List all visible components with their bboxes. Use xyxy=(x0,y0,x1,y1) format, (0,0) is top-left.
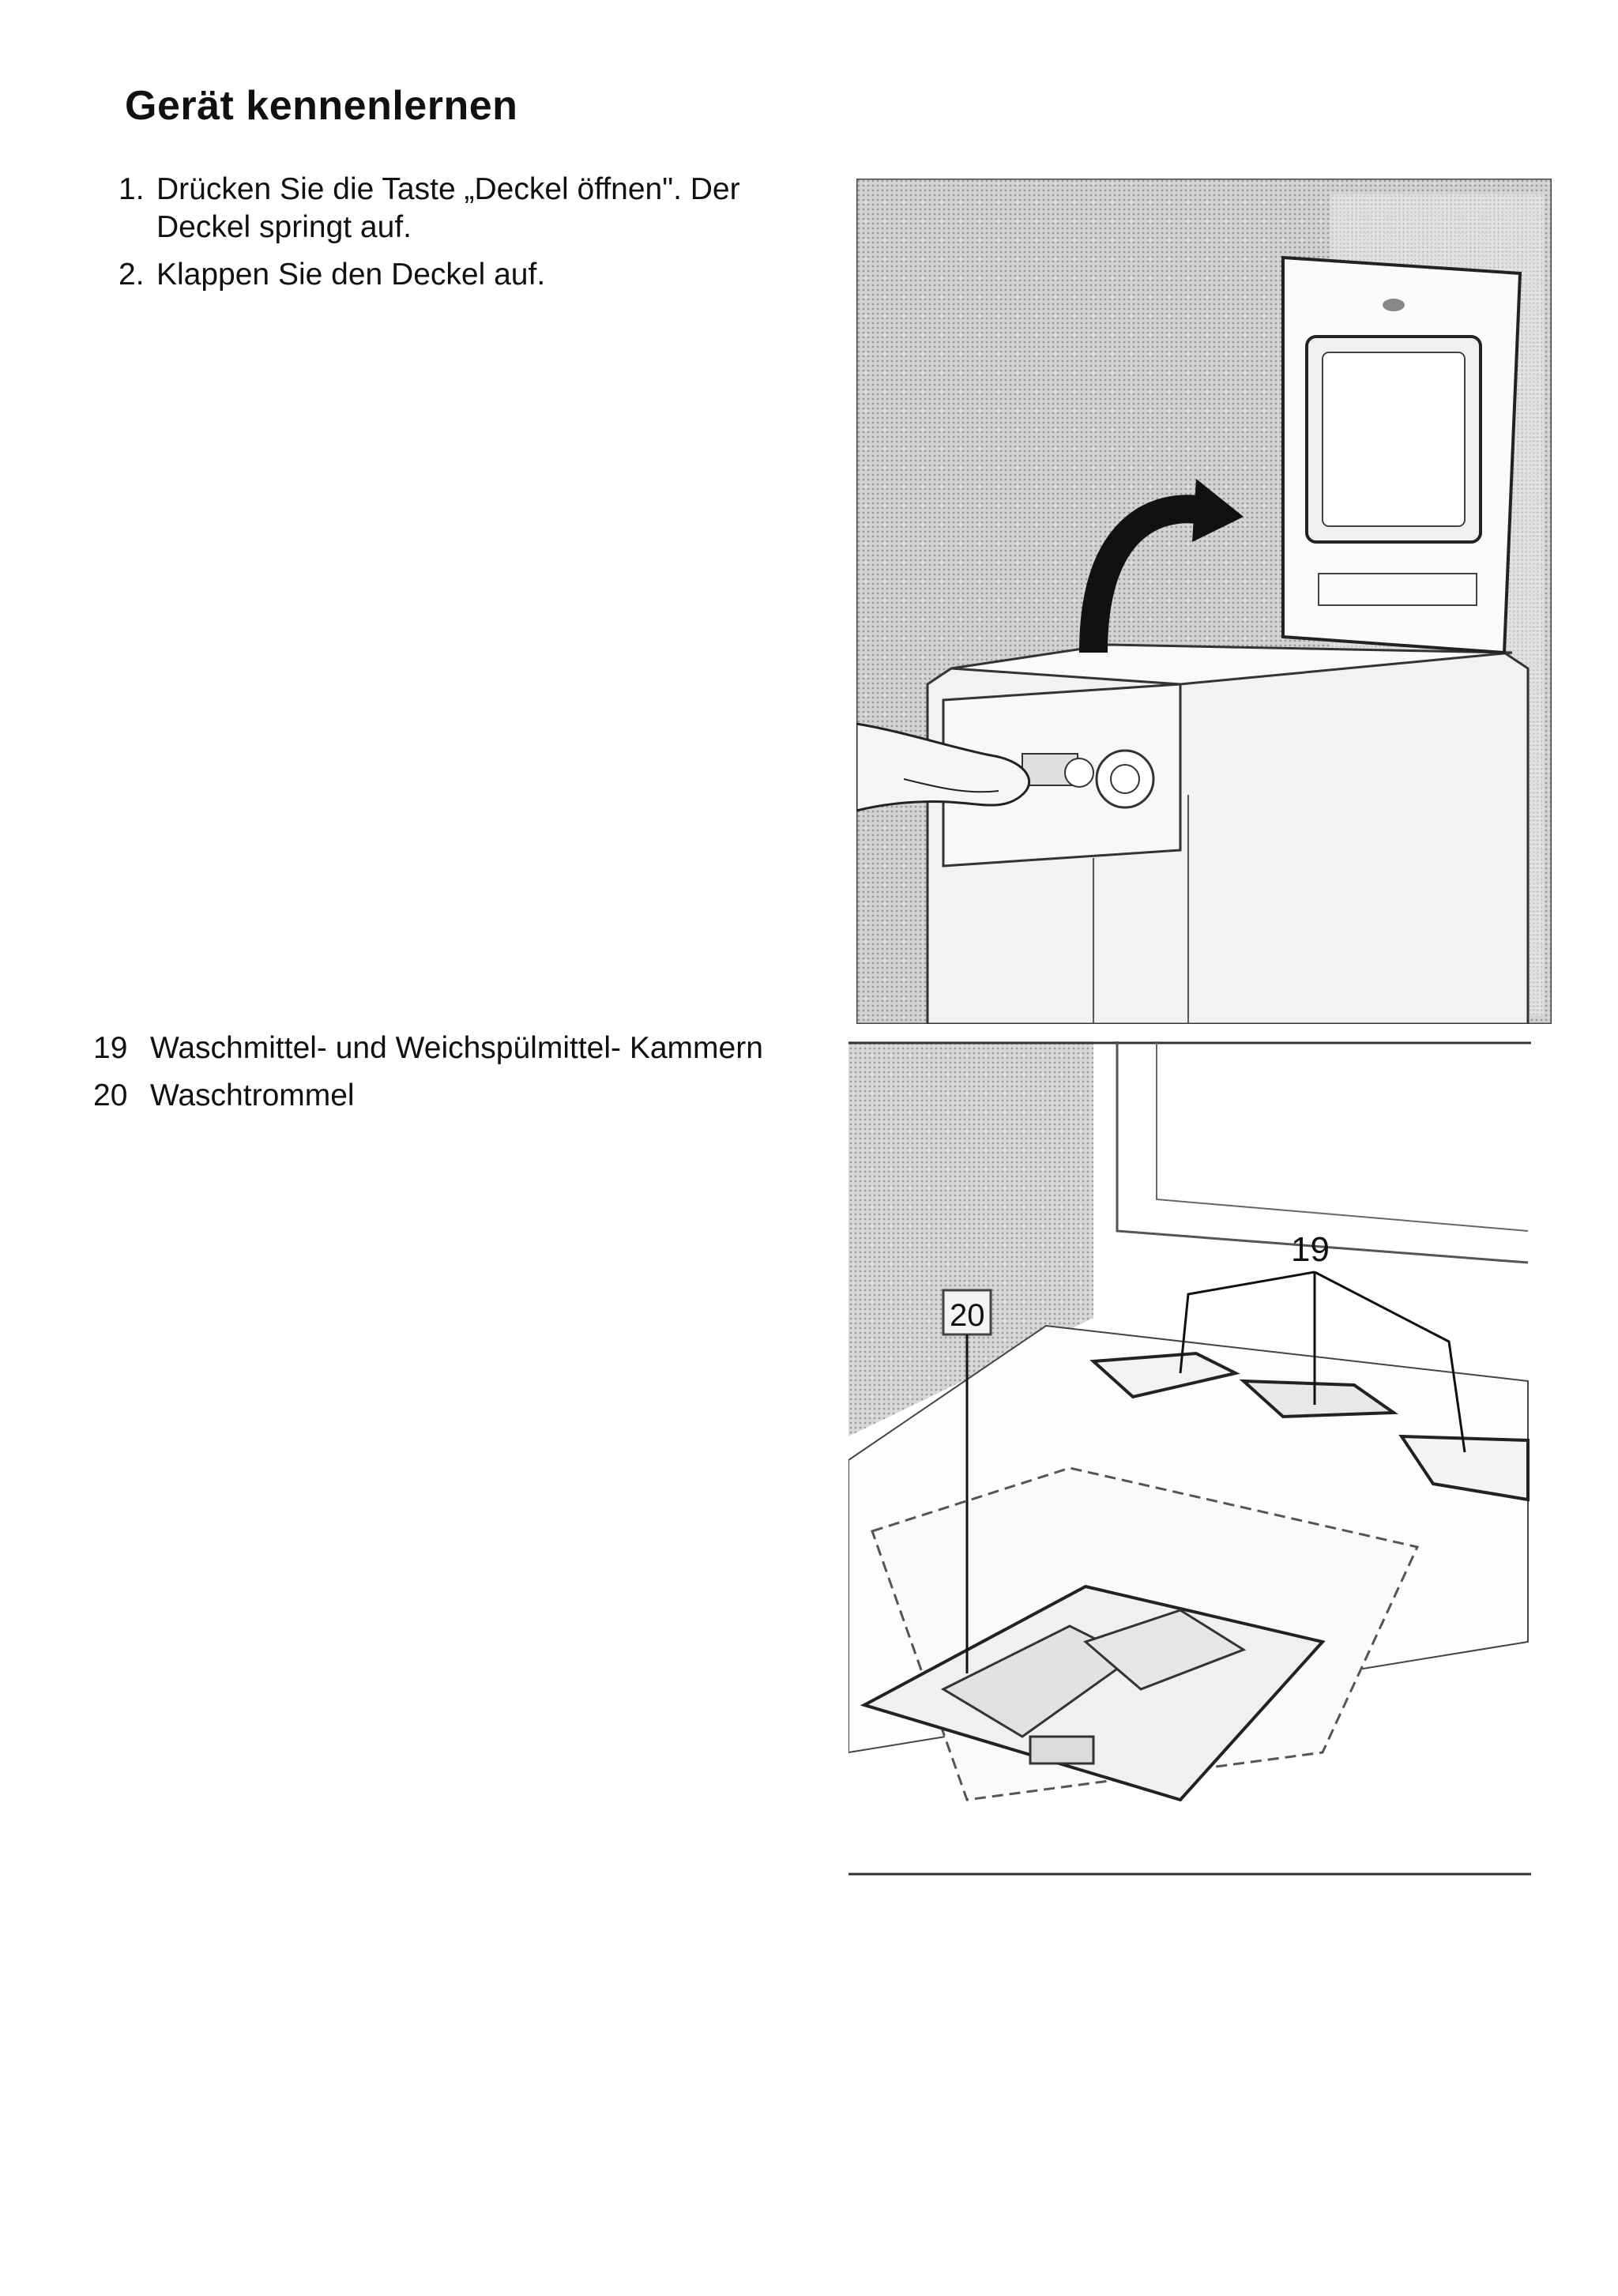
label-19: 19 xyxy=(1291,1230,1330,1269)
part-number: 20 xyxy=(93,1078,128,1112)
figure-open-lid xyxy=(856,179,1552,1024)
label-20: 20 xyxy=(950,1298,985,1333)
softener-compartment xyxy=(1398,1434,1530,1502)
instruction-steps: 1. Drücken Sie die Taste „Deckel öffnen"… xyxy=(119,171,766,303)
lid-latch-icon xyxy=(1383,299,1405,311)
page-title: Gerät kennenlernen xyxy=(125,83,518,129)
part-20: 20 Waschtrommel xyxy=(93,1078,773,1114)
part-number: 19 xyxy=(93,1031,128,1065)
part-text: Waschmittel- und Weichspülmittel- Kammer… xyxy=(150,1031,763,1065)
compartments-illustration: 19 20 xyxy=(849,1041,1531,1876)
part-text: Waschtrommel xyxy=(150,1078,355,1112)
figure-compartments: 19 20 xyxy=(849,1041,1531,1876)
knob-icon xyxy=(1064,758,1094,788)
hand-icon xyxy=(856,722,1030,812)
step-1: 1. Drücken Sie die Taste „Deckel öffnen"… xyxy=(119,171,766,247)
step-text: Drücken Sie die Taste „Deckel öffnen". D… xyxy=(156,172,740,244)
curved-arrow-icon xyxy=(1079,495,1206,653)
step-text: Klappen Sie den Deckel auf. xyxy=(156,258,546,292)
step-number: 1. xyxy=(119,172,145,206)
open-lid-illustration xyxy=(856,179,1552,1024)
detergent-compartment-1 xyxy=(1089,1351,1240,1399)
step-2: 2. Klappen Sie den Deckel auf. xyxy=(119,256,766,294)
part-19: 19 Waschmittel- und Weichspülmittel- Kam… xyxy=(93,1030,773,1067)
parts-legend: 19 Waschmittel- und Weichspülmittel- Kam… xyxy=(93,1030,773,1125)
detergent-compartment-2 xyxy=(1239,1379,1399,1419)
step-number: 2. xyxy=(119,258,145,292)
program-dial-icon xyxy=(1095,749,1155,809)
